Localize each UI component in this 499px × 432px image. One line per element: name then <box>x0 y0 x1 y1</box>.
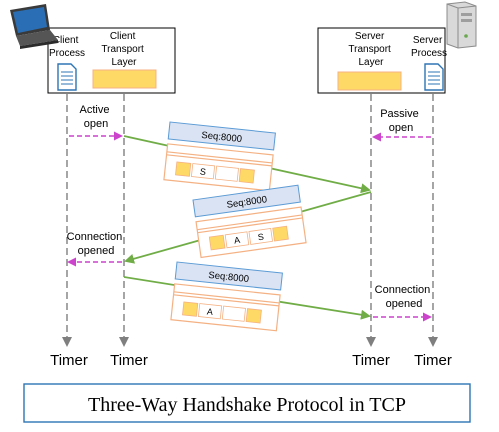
segment-syn-ack: Seq:8000 A S <box>192 184 307 259</box>
laptop-icon <box>10 4 58 49</box>
timer-label-server-process: Timer <box>414 352 452 369</box>
segment-syn-flag-s: S <box>199 166 206 177</box>
caption-title: Three-Way Handshake Protocol in TCP <box>88 394 406 416</box>
client-document-icon <box>57 63 77 91</box>
client-transport-label: Client Transport Layer <box>101 31 146 68</box>
segment-syn-ack-flag-s: S <box>257 232 264 243</box>
client-connection-opened-label: Connection opened <box>67 231 126 257</box>
server-process-label: Server Process <box>411 35 447 59</box>
segment-syn-ack-flag-a: A <box>233 235 240 246</box>
server-connection-opened-label: Connection opened <box>375 284 434 310</box>
timer-label-server-transport: Timer <box>352 352 390 369</box>
client-transport-box <box>92 69 157 89</box>
segment-ack-header <box>174 261 283 291</box>
segment-ack: Seq:8000 A <box>170 261 283 332</box>
server-panel: Server Transport Layer Server Process <box>317 27 447 94</box>
segment-syn-header <box>167 121 276 151</box>
caption-box: Three-Way Handshake Protocol in TCP <box>23 383 471 423</box>
timelines <box>62 94 438 347</box>
server-transport-box <box>337 71 402 91</box>
segment-syn-ack-header <box>192 184 301 218</box>
active-open-label: Active open <box>79 104 112 130</box>
segment-syn: Seq:8000 S <box>163 121 276 192</box>
segment-ack-flag-a: A <box>206 306 213 317</box>
passive-open-label: Passive open <box>380 108 422 134</box>
client-process-label: Client Process <box>49 35 85 59</box>
client-panel: Client Process Client Transport Layer <box>47 27 176 94</box>
server-tower-icon <box>446 1 477 49</box>
server-document-icon <box>424 63 444 91</box>
server-transport-label: Server Transport Layer <box>348 31 393 68</box>
timer-label-client-transport: Timer <box>110 352 148 369</box>
timer-label-client-process: Timer <box>50 352 88 369</box>
segment-syn-seq: Seq:8000 <box>201 130 243 145</box>
segment-ack-seq: Seq:8000 <box>208 270 250 285</box>
